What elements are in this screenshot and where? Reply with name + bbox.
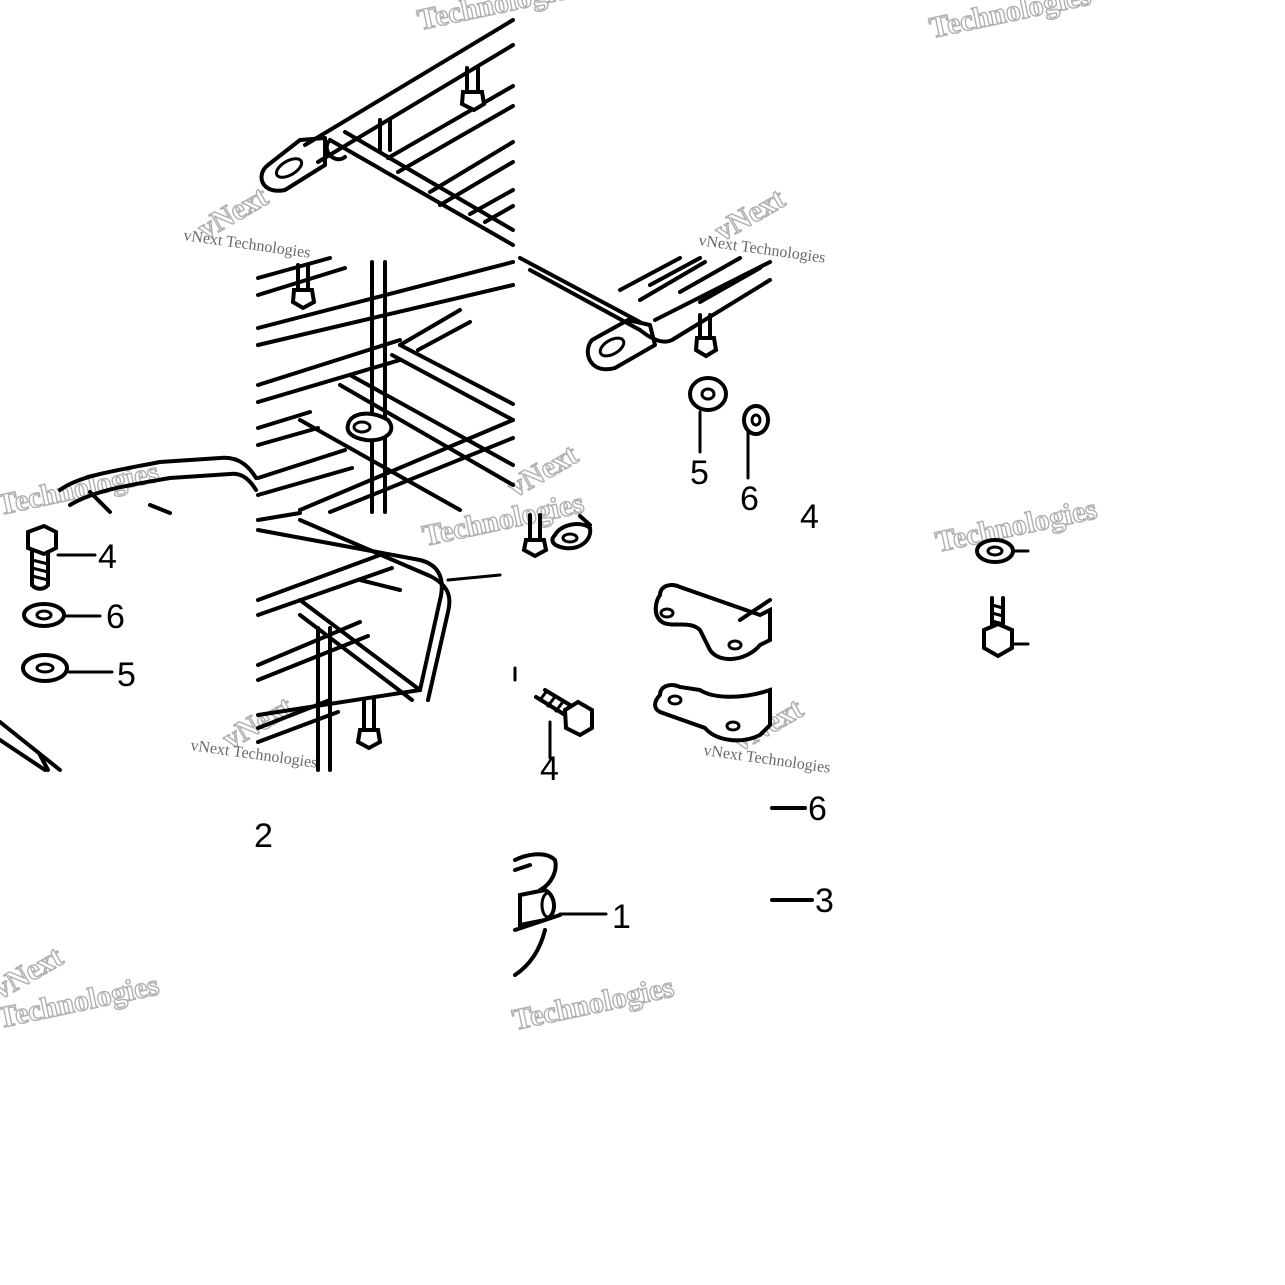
flat-washer: [21, 653, 69, 683]
lock-washer: [742, 404, 770, 436]
carrier-rack-right: [518, 256, 772, 480]
watermark-text: Technologies: [510, 970, 677, 1036]
pin-bracket: [513, 806, 814, 977]
callout-labels: 1 2 3 4 4 4 5 5 6 6 6: [98, 454, 834, 936]
lock-washer: [975, 538, 1015, 564]
watermark-caption: vNext Technologies: [182, 227, 311, 262]
lock-washer: [22, 602, 66, 628]
carrier-rack-lower: [256, 511, 502, 772]
callout-6: 6: [808, 790, 827, 828]
hardware-stack-left: [0, 523, 114, 772]
callout-2: 2: [254, 817, 273, 855]
watermark-caption: vNext Technologies: [697, 232, 826, 267]
callout-6: 6: [740, 480, 759, 518]
callout-5: 5: [690, 454, 709, 492]
watermark-text: Technologies: [927, 0, 1094, 45]
hardware-stack-right: [975, 538, 1030, 659]
callout-6: 6: [106, 598, 125, 636]
watermark-caption: vNext Technologies: [702, 742, 831, 777]
callout-5: 5: [117, 656, 136, 694]
hex-bolt: [26, 523, 58, 557]
mounting-bracket: [513, 513, 772, 760]
watermark-text: Technologies: [933, 492, 1100, 558]
callout-4: 4: [98, 538, 117, 576]
callout-1: 1: [612, 898, 631, 936]
flat-washer: [688, 376, 728, 412]
callout-4: 4: [540, 750, 559, 788]
carrier-rack-middle: [256, 256, 515, 514]
hex-bolt: [562, 699, 594, 738]
callout-4: 4: [800, 498, 819, 536]
carrier-rack-left: [58, 455, 258, 515]
hex-nut: [982, 621, 1014, 659]
carrier-rack-top: [259, 18, 515, 247]
watermark-text: Technologies: [415, 0, 582, 37]
callout-3: 3: [815, 882, 834, 920]
